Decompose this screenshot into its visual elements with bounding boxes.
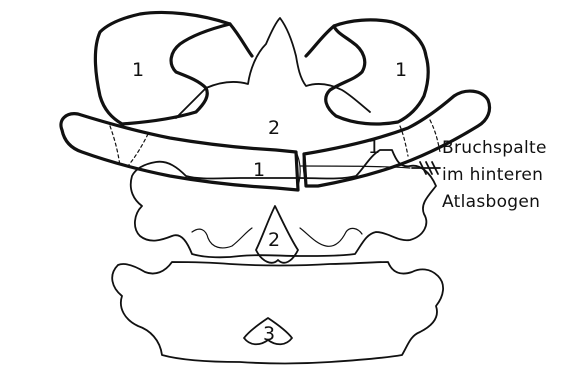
annotation-line-1: Bruchspalte bbox=[442, 138, 547, 158]
label-lateral-mass-right: 1 bbox=[395, 59, 407, 81]
label-arch-left: 1 bbox=[253, 159, 265, 181]
atlas-lateral-mass-left bbox=[95, 12, 230, 124]
label-c3-spinous: 3 bbox=[263, 323, 275, 345]
axis-lamina-curve-right bbox=[300, 228, 362, 246]
atlas-lateral-mass-right bbox=[326, 20, 428, 124]
axis-body-outline bbox=[131, 150, 436, 257]
label-arch-right: 1 bbox=[368, 136, 380, 158]
label-axis-spinous: 2 bbox=[268, 229, 280, 251]
c3-vertebra-outline bbox=[112, 262, 443, 364]
pointer-arrow-head bbox=[412, 162, 440, 174]
label-dens: 2 bbox=[268, 117, 280, 139]
annotation-line-2: im hinteren bbox=[442, 165, 543, 185]
label-lateral-mass-left: 1 bbox=[132, 59, 144, 81]
axis-lamina-curve-left bbox=[192, 228, 252, 248]
atlas-anterior-arch-top bbox=[230, 24, 334, 56]
annotation-line-3: Atlasbogen bbox=[442, 192, 540, 212]
